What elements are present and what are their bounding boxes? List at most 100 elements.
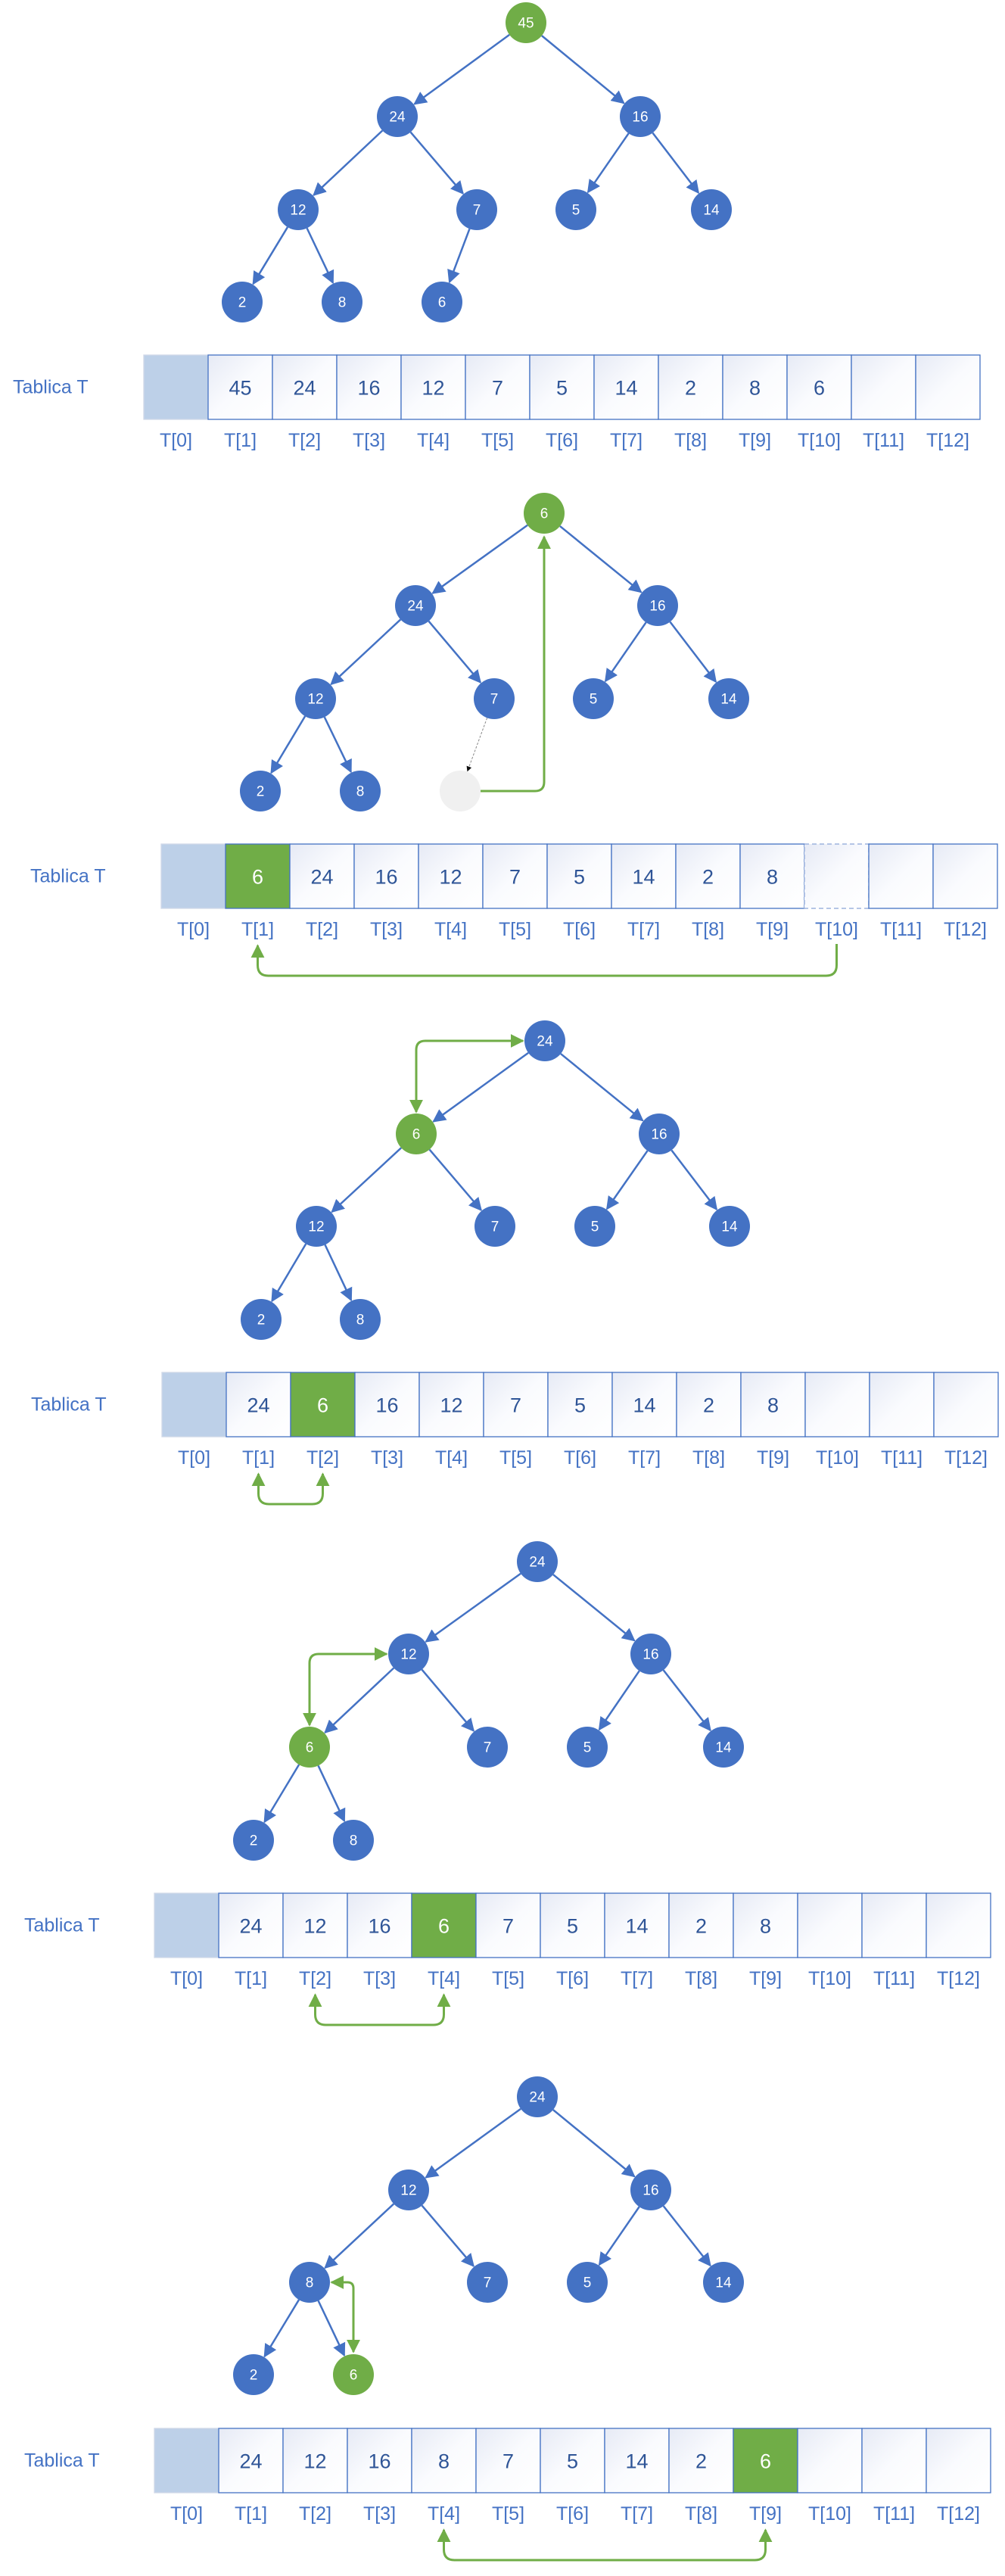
cell-value: 5 <box>556 377 568 400</box>
index-label: T[12] <box>937 1968 980 1989</box>
index-label: T[1] <box>242 1447 275 1469</box>
index-label: T[0] <box>178 1447 210 1469</box>
index-label: T[9] <box>739 430 771 451</box>
cell-value: 14 <box>625 1915 648 1938</box>
cell-box <box>540 1892 605 1958</box>
node-value: 14 <box>715 1740 732 1756</box>
tree-node: 8 <box>333 1820 374 1861</box>
swap-arrow-table <box>308 1993 451 2026</box>
table-cell: 45T[1] <box>207 354 273 451</box>
node-value: 5 <box>590 692 598 708</box>
index-label: T[1] <box>241 919 274 940</box>
node-value: 8 <box>356 1313 365 1328</box>
tree-edge <box>330 618 402 686</box>
node-circle <box>388 2170 429 2210</box>
tree-node: 6 <box>422 282 462 322</box>
table-cell: 6T[10] <box>786 354 852 451</box>
node-circle <box>233 1820 274 1861</box>
node-circle <box>440 771 481 811</box>
node-value: 14 <box>703 203 720 219</box>
tree-node: 14 <box>691 189 732 230</box>
cell-box <box>926 1892 991 1958</box>
table-cell: T[0] <box>160 843 226 940</box>
tree-edge <box>331 1147 403 1213</box>
tree-node: 5 <box>573 678 614 719</box>
table-cell: 24T[2] <box>289 843 355 940</box>
node-circle <box>467 1727 508 1768</box>
tree-edge <box>413 33 510 105</box>
table-cell: 24T[1] <box>218 2428 284 2525</box>
green-arrows <box>330 2275 773 2562</box>
cell-value: 12 <box>303 2450 326 2473</box>
cell-box <box>482 843 548 909</box>
cell-box <box>739 843 805 909</box>
index-label: T[3] <box>370 919 403 940</box>
node-circle <box>333 2354 374 2395</box>
node-value: 14 <box>715 2275 732 2291</box>
node-circle <box>456 189 497 230</box>
cell-value: 12 <box>439 866 462 889</box>
cell-box <box>353 843 419 909</box>
node-circle <box>395 585 436 626</box>
table-cell: T[11] <box>869 1372 935 1469</box>
index-label: T[5] <box>492 1968 524 1989</box>
table: Tablica T T[0]24T[1]12T[2]16T[3]6T[4]7T[… <box>24 1892 991 1989</box>
table-cell: 12T[4] <box>400 354 466 451</box>
tree-node: 16 <box>620 96 661 137</box>
tree-node: 12 <box>388 1634 429 1674</box>
index-label: T[5] <box>499 1447 532 1469</box>
tree-edge <box>605 1150 649 1210</box>
cell-box <box>676 1372 742 1438</box>
cell-box <box>933 1372 999 1438</box>
tree-edge <box>306 227 334 285</box>
tree-node: 6 <box>524 493 565 534</box>
tree-node: 6 <box>289 1727 330 1768</box>
node-circle <box>289 2262 330 2303</box>
cell-value: 16 <box>368 1915 390 1938</box>
index-label: T[0] <box>170 1968 203 1989</box>
tree-edge <box>271 1243 307 1303</box>
node-value: 8 <box>338 295 347 311</box>
table-cell: 6T[4] <box>411 1892 477 1989</box>
cell-box <box>593 354 659 420</box>
node-circle <box>637 585 678 626</box>
tree-node: 5 <box>567 1727 608 1768</box>
cell-box <box>282 2428 348 2493</box>
index-label: T[4] <box>417 430 450 451</box>
table-cell: 16T[3] <box>353 843 419 940</box>
tree-node: 45 <box>506 2 546 43</box>
node-value: 5 <box>583 2275 592 2291</box>
node-circle <box>524 1020 565 1061</box>
node-value: 12 <box>308 1219 324 1235</box>
table-cell: 2T[8] <box>668 2428 734 2525</box>
cell-box <box>411 1892 477 1958</box>
index-label: T[0] <box>177 919 210 940</box>
tree-node: 24 <box>524 1020 565 1061</box>
tree-edge <box>317 2300 346 2357</box>
node-value: 5 <box>591 1219 599 1235</box>
node-value: 14 <box>721 1219 738 1235</box>
index-label: T[10] <box>816 1447 859 1469</box>
cell-box <box>547 1372 613 1438</box>
tree-node: 8 <box>340 771 381 811</box>
table-cell: 16T[3] <box>336 354 402 451</box>
cell-value: 7 <box>510 1394 521 1417</box>
cell-value: 7 <box>502 1915 514 1938</box>
cell-value: 6 <box>814 377 825 400</box>
table-cell: 6T[1] <box>225 843 291 940</box>
table-cell: 12T[2] <box>282 2428 348 2525</box>
index-label: T[12] <box>926 430 969 451</box>
table-cell: T[11] <box>851 354 916 451</box>
table-cell: 16T[3] <box>354 1372 420 1469</box>
tree-edge <box>598 1670 640 1731</box>
node-value: 2 <box>257 784 265 800</box>
cell-box <box>861 1892 927 1958</box>
tree-node: 24 <box>395 585 436 626</box>
index-label: T[12] <box>944 919 987 940</box>
cell-value: 2 <box>685 377 696 400</box>
table-cell: 8T[9] <box>733 1892 798 1989</box>
tree-node: 6 <box>333 2354 374 2395</box>
table-cell: T[10] <box>797 1892 863 1989</box>
tree-node: 16 <box>639 1114 680 1154</box>
